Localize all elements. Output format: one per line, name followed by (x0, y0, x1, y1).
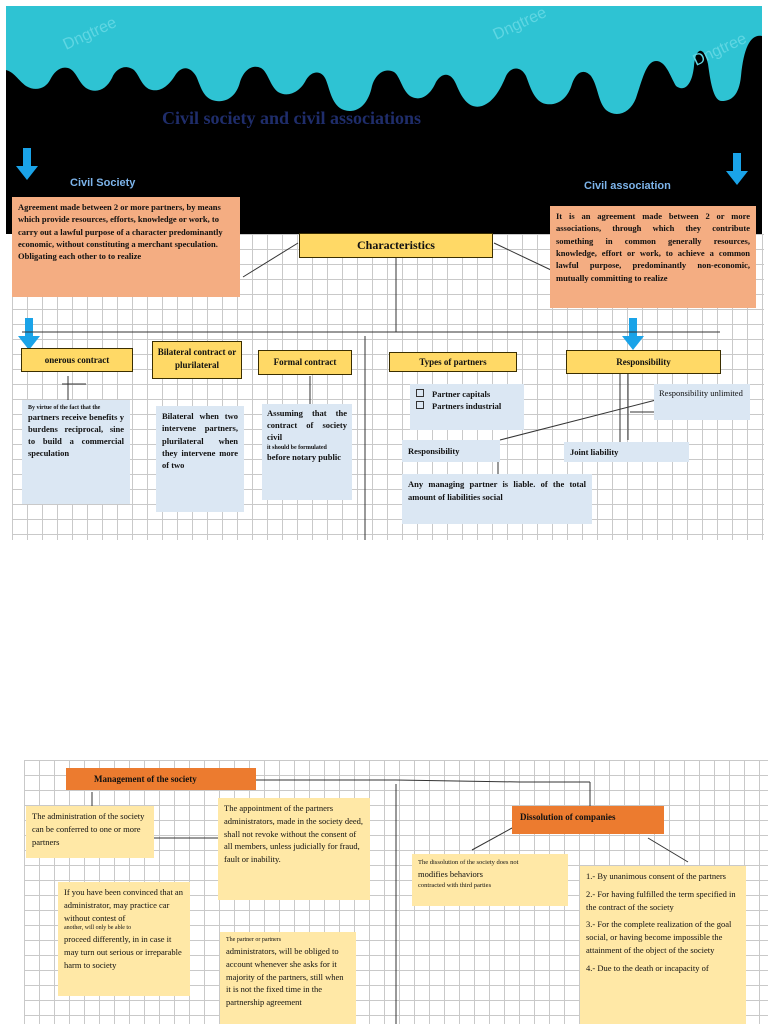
bullet-icon (416, 401, 424, 410)
partners-industrial-label: Partners industrial (432, 401, 502, 412)
administration-note: The administration of the society can be… (26, 806, 154, 858)
partner-responsibility-label: Responsibility (402, 440, 500, 462)
list-item: 4.- Due to the death or incapacity of (586, 962, 709, 973)
list-item: 3.- For the complete realization of the … (586, 919, 732, 955)
onerous-contract-heading: onerous contract (21, 348, 133, 372)
dissolution-small-c: contracted with third parties (418, 881, 492, 889)
header-banner: Dngtree Dngtree Dngtree (6, 6, 762, 234)
dissolution-text-b: modifies behaviors (418, 868, 483, 879)
liability-text: Any managing partner is liable. of the t… (408, 479, 586, 502)
partner-capitals-label: Partner capitals (432, 389, 491, 399)
formal-contract-heading: Formal contract (258, 350, 352, 375)
list-item: Partners industrial (416, 400, 518, 412)
account-note: The partner or partners administrators, … (220, 932, 356, 1024)
account-small-text: The partner or partners (226, 937, 282, 943)
management-heading: Management of the society (66, 768, 256, 790)
administrator-contest-note: If you have been convinced that an admin… (58, 882, 190, 996)
civil-association-definition: It is an agreement made between 2 or mor… (550, 206, 756, 308)
onerous-text: partners receive benefits y burdens reci… (28, 412, 124, 459)
civil-association-text: It is an agreement made between 2 or mor… (556, 211, 750, 283)
list-item: Partner capitals (416, 388, 518, 400)
bilateral-text: Bilateral when two intervene partners, p… (162, 411, 238, 471)
account-text: administrators, will be obliged to accou… (226, 946, 344, 1007)
list-item: 2.- For having fulfilled the term specif… (586, 888, 736, 912)
top-connectors (22, 242, 720, 540)
bilateral-contract-detail: Bilateral when two intervene partners, p… (156, 406, 244, 512)
civil-association-label: Civil association (584, 180, 671, 192)
dissolution-note: The dissolution of the society does not … (412, 854, 568, 906)
contest-small-text: another, will only be able to (64, 925, 132, 932)
onerous-contract-detail: By virtue of the fact that the partners … (22, 400, 130, 504)
list-item: 1.- By unanimous consent of the partners (586, 871, 726, 881)
down-arrow-icon (622, 318, 644, 350)
dissolution-small-a: The dissolution of the society does not (418, 859, 519, 866)
down-arrow-icon (726, 153, 748, 185)
characteristics-heading: Characteristics (299, 233, 493, 258)
bilateral-contract-heading: Bilateral contract or plurilateral (152, 341, 242, 379)
page-title: Civil society and civil associations (162, 108, 422, 128)
contest-text-a: If you have been convinced that an admin… (64, 887, 183, 923)
managing-partner-liability: Any managing partner is liable. of the t… (402, 474, 592, 524)
formal-small-text: it should be formulated (267, 444, 327, 451)
bullet-icon (416, 389, 424, 397)
appointment-text: The appointment of the partners administ… (224, 803, 364, 864)
contest-text-b: proceed differently, in in case it may t… (64, 934, 182, 970)
formal-contract-detail: Assuming that the contract of society ci… (262, 404, 352, 500)
formal-text-a: Assuming that the contract of society ci… (267, 408, 347, 442)
civil-society-definition: Agreement made between 2 or more partner… (12, 197, 240, 297)
dissolution-heading: Dissolution of companies (512, 806, 664, 834)
appointment-note: The appointment of the partners administ… (218, 798, 370, 900)
responsibility-unlimited: Responsibility unlimited (654, 384, 750, 420)
civil-society-text: Agreement made between 2 or more partner… (18, 202, 223, 262)
down-arrow-icon (18, 318, 40, 350)
administration-text: The administration of the society can be… (32, 811, 145, 847)
down-arrow-icon (16, 148, 38, 180)
dissolution-causes-list: 1.- By unanimous consent of the partners… (580, 866, 746, 1024)
paint-drip-graphic: Dngtree Dngtree Dngtree (6, 6, 762, 114)
civil-society-label: Civil Society (70, 177, 136, 189)
unlimited-text: Responsibility unlimited (659, 388, 743, 398)
joint-liability: Joint liability (564, 442, 689, 462)
partner-types-list: Partner capitals Partners industrial (410, 384, 524, 430)
responsibility-heading: Responsibility (566, 350, 721, 374)
onerous-small-text: By virtue of the fact that the (28, 405, 101, 411)
formal-text-b: before notary public (267, 452, 341, 463)
types-of-partners-heading: Types of partners (389, 352, 517, 372)
